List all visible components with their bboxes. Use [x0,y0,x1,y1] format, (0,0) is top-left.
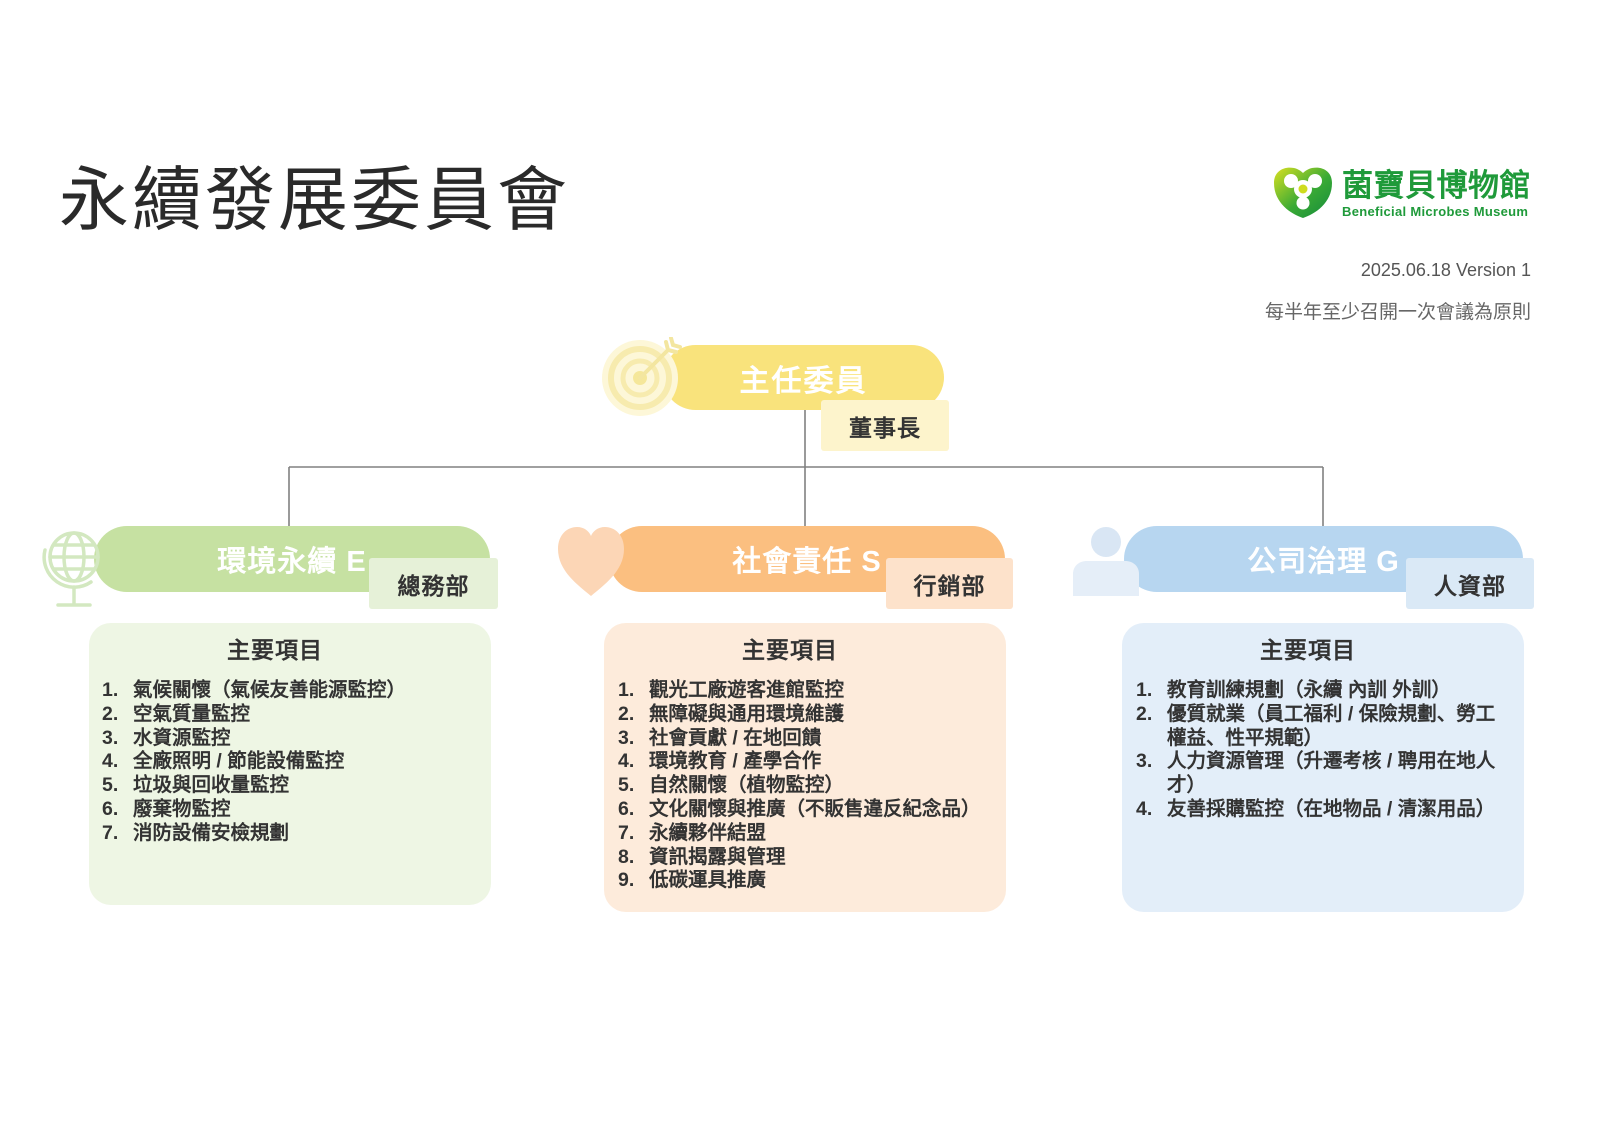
page-title: 永續發展委員會 [59,161,570,239]
item-text: 優質就業（員工福利 / 保險規劃、勞工權益、性平規範） [1167,702,1496,749]
item-number: 4. [102,750,119,773]
pillar-items-card: 主要項目 1. 氣候關懷（氣候友善能源監控） 2. 空氣質量監控 3. 水資源監控 4… [89,623,491,905]
item-text: 全廠照明 / 節能設備監控 [133,750,345,773]
logo-name-en: Beneficial Microbes Museum [1342,204,1529,219]
card-heading: 主要項目 [1260,637,1356,663]
chair-role-pill: 主任委員 [663,345,944,410]
item-text: 廢棄物監控 [133,797,231,820]
list-item: 4. 友善採購監控（在地物品 / 清潔用品） [1136,798,1506,822]
heart-icon [558,527,624,596]
list-item: 8. 資訊揭露與管理 [618,846,988,870]
item-number: 3. [1136,750,1153,773]
item-text: 文化關懷與推廣（不販售違反紀念品） [649,797,981,820]
item-text: 消防設備安檢規劃 [133,821,290,844]
item-number: 8. [618,845,635,868]
list-item: 4. 環境教育 / 產學合作 [618,750,988,774]
item-text: 無障礙與通用環境維護 [649,702,845,725]
list-item: 5. 垃圾與回收量監控 [102,774,472,798]
list-item: 5. 自然關懷（植物監控） [618,774,988,798]
item-list: 1.觀光工廠遊客進館監控 2.無障礙與通用環境維護 3.社會貢獻 / 在地回饋 … [618,679,988,893]
list-item: 6. 廢棄物監控 [102,798,472,822]
target-icon [602,337,682,416]
item-text: 垃圾與回收量監控 [133,774,290,797]
logo-name-zh: 菌寶貝博物館 [1342,168,1531,203]
item-text: 觀光工廠遊客進館監控 [649,679,845,701]
item-text: 社會貢獻 / 在地回饋 [649,726,822,749]
pillar-items-card: 主要項目 1. 觀光工廠遊客進館監控 2. 無障礙與通用環境維護 3. 社會貢獻 / … [604,623,1006,912]
globe-icon [42,531,100,607]
pillar-items-card: 主要項目 1. 教育訓練規劃（永續 內訓 外訓） 2. 優質就業（員工福利 / 保險… [1122,623,1524,912]
list-item: 9. 低碳運具推廣 [618,869,988,893]
item-number: 2. [1136,702,1153,725]
item-text: 環境教育 / 產學合作 [649,750,822,773]
department-tag: 行銷部 [886,558,1013,609]
list-item: 2. 空氣質量監控 [102,703,472,727]
list-item: 1. 氣候關懷（氣候友善能源監控） [102,679,472,703]
item-text: 空氣質量監控 [133,702,251,725]
item-text: 資訊揭露與管理 [649,845,786,868]
department-tag: 總務部 [369,558,498,609]
item-list: 1. 氣候關懷（氣候友善能源監控） 2. 空氣質量監控 3. 水資源監控 4. 全廠照明… [102,679,472,846]
version-label: 2025.06.18 Version 1 [1360,260,1531,280]
list-item: 7. 永續夥伴結盟 [618,822,988,846]
item-number: 4. [618,750,635,773]
meeting-rule-note: 每半年至少召開一次會議為原則 [1264,302,1531,323]
item-text: 人力資源管理（升遷考核 / 聘用在地人才） [1167,750,1496,797]
card-heading: 主要項目 [227,637,323,663]
list-item: 3. 人力資源管理（升遷考核 / 聘用在地人才） [1136,750,1506,798]
item-number: 1. [618,679,635,701]
item-text: 低碳運具推廣 [649,869,767,892]
item-number: 5. [102,774,119,797]
department-tag: 人資部 [1406,558,1534,609]
item-number: 9. [618,869,635,892]
museum-logo-icon [1274,167,1332,218]
list-item: 7. 消防設備安檢規劃 [102,822,472,846]
item-number: 5. [618,774,635,797]
item-text: 自然關懷（植物監控） [649,774,845,797]
person-icon [1073,527,1139,596]
item-number: 3. [102,726,119,749]
item-list: 1. 教育訓練規劃（永續 內訓 外訓） 2. 優質就業（員工福利 / 保險規劃、勞工… [1136,679,1506,822]
item-text: 教育訓練規劃（永續 內訓 外訓） [1167,679,1451,701]
chair-holder-tag: 董事長 [821,400,949,451]
item-number: 1. [1136,679,1153,701]
list-item: 1. 觀光工廠遊客進館監控 [618,679,988,703]
list-item: 4. 全廠照明 / 節能設備監控 [102,750,472,774]
card-heading: 主要項目 [742,637,838,663]
item-text: 友善採購監控（在地物品 / 清潔用品） [1167,797,1496,820]
list-item: 3. 社會貢獻 / 在地回饋 [618,727,988,751]
list-item: 1. 教育訓練規劃（永續 內訓 外訓） [1136,679,1506,703]
item-number: 4. [1136,797,1153,820]
item-number: 2. [618,702,635,725]
item-number: 6. [618,797,635,820]
item-number: 3. [618,726,635,749]
list-item: 2. 無障礙與通用環境維護 [618,703,988,727]
item-number: 6. [102,797,119,820]
list-item: 6. 文化關懷與推廣（不販售違反紀念品） [618,798,988,822]
list-item: 2. 優質就業（員工福利 / 保險規劃、勞工權益、性平規範） [1136,703,1506,751]
item-text: 氣候關懷（氣候友善能源監控） [133,679,407,701]
item-number: 2. [102,702,119,725]
list-item: 3. 水資源監控 [102,727,472,751]
item-number: 1. [102,679,119,701]
item-number: 7. [102,821,119,844]
item-text: 水資源監控 [133,726,231,749]
item-text: 永續夥伴結盟 [649,821,767,844]
item-number: 7. [618,821,635,844]
